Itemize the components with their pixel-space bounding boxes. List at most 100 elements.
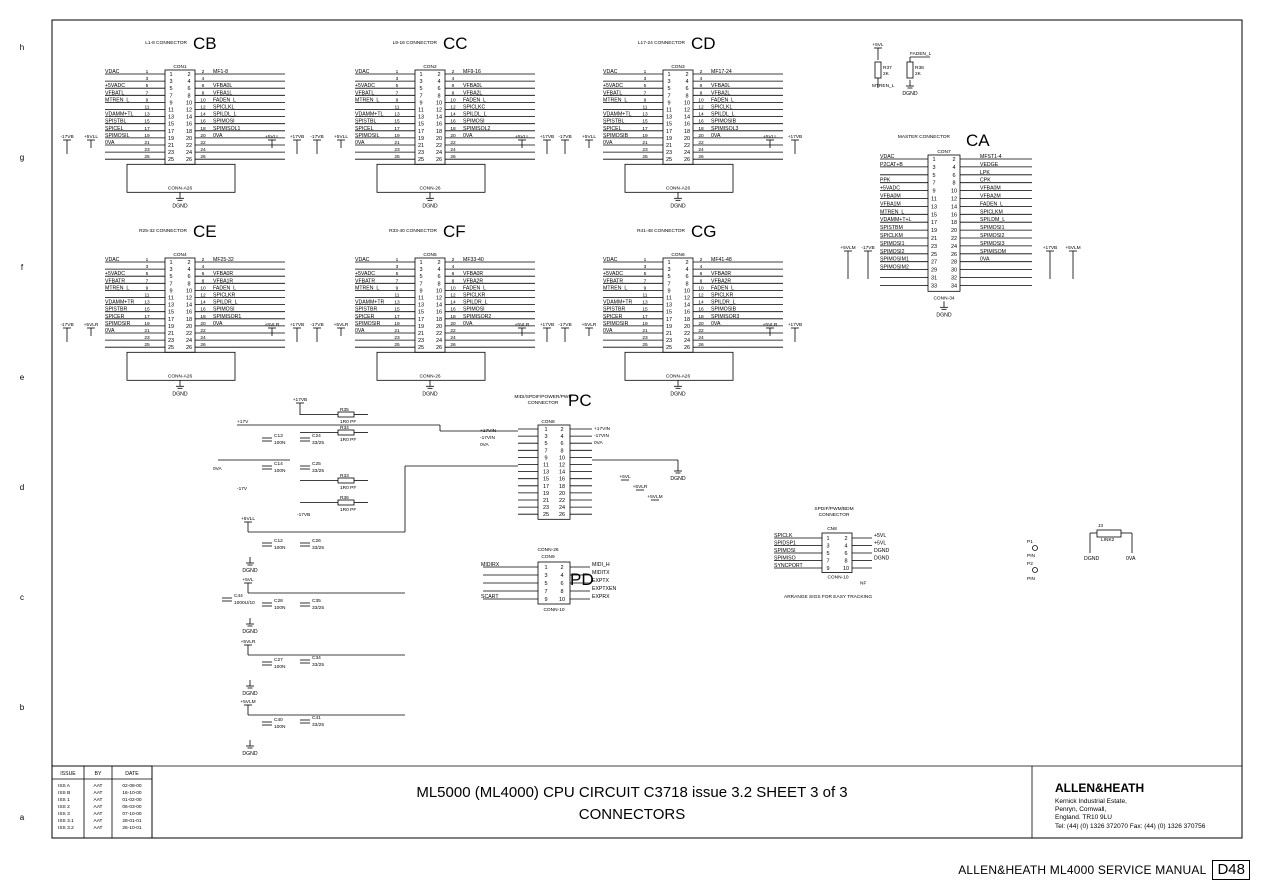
signal-label: 0VA xyxy=(711,133,721,139)
pin-number: 21 xyxy=(642,328,648,334)
pin-number: 23 xyxy=(543,505,549,511)
connector-ref: CON3 xyxy=(671,64,685,70)
pin-number: 20 xyxy=(559,491,565,497)
resistor-ref: R36 xyxy=(340,495,349,501)
pin-number: 2 xyxy=(685,72,688,78)
pin-number: 13 xyxy=(144,112,150,118)
pin-number: 1 xyxy=(146,257,149,263)
pin-number: 3 xyxy=(146,264,149,270)
pin-number: 24 xyxy=(186,338,192,344)
pin-number: 9 xyxy=(667,288,670,294)
capacitor-ref: C35 xyxy=(312,598,321,604)
pin-number: 8 xyxy=(700,278,703,284)
pin-number: 14 xyxy=(698,300,704,306)
connector-part: CONN-A26 xyxy=(666,185,691,191)
rail-label: +17VB xyxy=(290,322,305,328)
signal-label: SPIMISOL1 xyxy=(213,126,241,132)
pin-number: 8 xyxy=(202,278,205,284)
pin-number: 23 xyxy=(394,147,400,153)
revision-header: BY xyxy=(95,771,102,777)
ground-label: DGND xyxy=(172,391,188,397)
pin-number: 7 xyxy=(146,278,149,284)
signal-label: FADEN_L xyxy=(980,201,1003,207)
signal-label: VFBA2L xyxy=(463,90,482,96)
resistor-value: 2K xyxy=(915,71,922,77)
pin-number: 9 xyxy=(396,285,399,291)
pin-number: 18 xyxy=(684,129,690,135)
signal-label: VFBA2R xyxy=(711,278,731,284)
pin-number: 1 xyxy=(644,257,647,263)
connector-body xyxy=(537,424,571,520)
pin-number: 1 xyxy=(544,427,547,433)
ground-loop xyxy=(624,351,734,381)
pin-number: 26 xyxy=(951,252,957,258)
signal-label: MF25-32 xyxy=(213,257,234,263)
signal-label: 0VA xyxy=(463,133,473,139)
pin-number: 1 xyxy=(396,257,399,263)
pin-number: 19 xyxy=(168,136,174,142)
signal-label: +5VADC xyxy=(603,83,623,89)
revision-by: AAT xyxy=(94,818,103,824)
rail-label: +5VLL xyxy=(241,516,255,522)
pin-number: 16 xyxy=(450,307,456,313)
signal-label: VFBATR xyxy=(603,278,623,284)
revision-date: 28-01-01 xyxy=(122,818,142,824)
connector-ref: CON5 xyxy=(423,252,437,258)
pin-number: 10 xyxy=(200,285,206,291)
capacitor-value: 100N xyxy=(274,440,286,446)
signal-label: SPIMOSI3 xyxy=(980,241,1005,247)
pin-number: 23 xyxy=(394,335,400,341)
connector-title: R41-48 CONNECTOR xyxy=(637,228,685,234)
net-label: -17VB xyxy=(297,512,310,518)
capacitor-value: 1000U/10 xyxy=(234,600,255,606)
pin-number: 12 xyxy=(698,105,704,111)
pin-number: 14 xyxy=(450,112,456,118)
pin-number: 20 xyxy=(186,136,192,142)
pin-number: 7 xyxy=(419,93,422,99)
signal-label: +5VADC xyxy=(880,186,900,192)
pin-number: 25 xyxy=(642,342,648,348)
signal-label: SPICLKL xyxy=(213,105,234,111)
pin-number: 24 xyxy=(698,147,704,153)
signal-label: SPIMOSI1 xyxy=(880,241,905,247)
pin-number: 25 xyxy=(931,252,937,258)
signal-label: MF9-16 xyxy=(463,69,481,75)
pin-number: 26 xyxy=(450,154,456,160)
resistor-ref: R37 xyxy=(883,65,892,71)
pin-number: 5 xyxy=(644,83,647,89)
pin-number: 21 xyxy=(418,331,424,337)
signal-label: 0VA xyxy=(603,140,613,146)
signal-label: VFBA1R xyxy=(213,278,233,284)
pin-number: 19 xyxy=(418,324,424,330)
signal-label: VDAC xyxy=(105,69,120,75)
pin-number: 5 xyxy=(396,271,399,277)
ground-loop xyxy=(376,163,486,193)
pin-number: 12 xyxy=(684,108,690,114)
capacitor-ref: C44 xyxy=(234,593,243,599)
rail-label: -17VB xyxy=(310,322,323,328)
pin-number: 15 xyxy=(418,122,424,128)
pin-number: 5 xyxy=(644,271,647,277)
pin-number: 8 xyxy=(560,589,563,595)
pin-number: 10 xyxy=(684,288,690,294)
capacitor-value: 33/25 xyxy=(312,605,324,611)
ground-label: DGND xyxy=(670,391,686,397)
signal-label: SPIMISOR3 xyxy=(711,314,739,320)
resistor-value: 1R0 PF xyxy=(340,485,356,491)
signal-label: FADEN_L xyxy=(463,97,486,103)
pin-number: 5 xyxy=(169,86,172,92)
connector-part: CONN-34 xyxy=(933,295,954,301)
pin-number: 17 xyxy=(394,314,400,320)
pin-number: 18 xyxy=(200,314,206,320)
signal-label: MF41-48 xyxy=(711,257,732,263)
pin-number: 2 xyxy=(560,565,563,571)
rail-label: +5VLL xyxy=(265,134,279,140)
signal-label: SPIMOSIL xyxy=(105,133,130,139)
pin-number: 10 xyxy=(684,100,690,106)
pin-number: 5 xyxy=(932,173,935,179)
pin-number: 9 xyxy=(644,285,647,291)
resistor-ref: R38 xyxy=(915,65,924,71)
pin-number: 26 xyxy=(450,342,456,348)
pin-number: 1 xyxy=(169,72,172,78)
